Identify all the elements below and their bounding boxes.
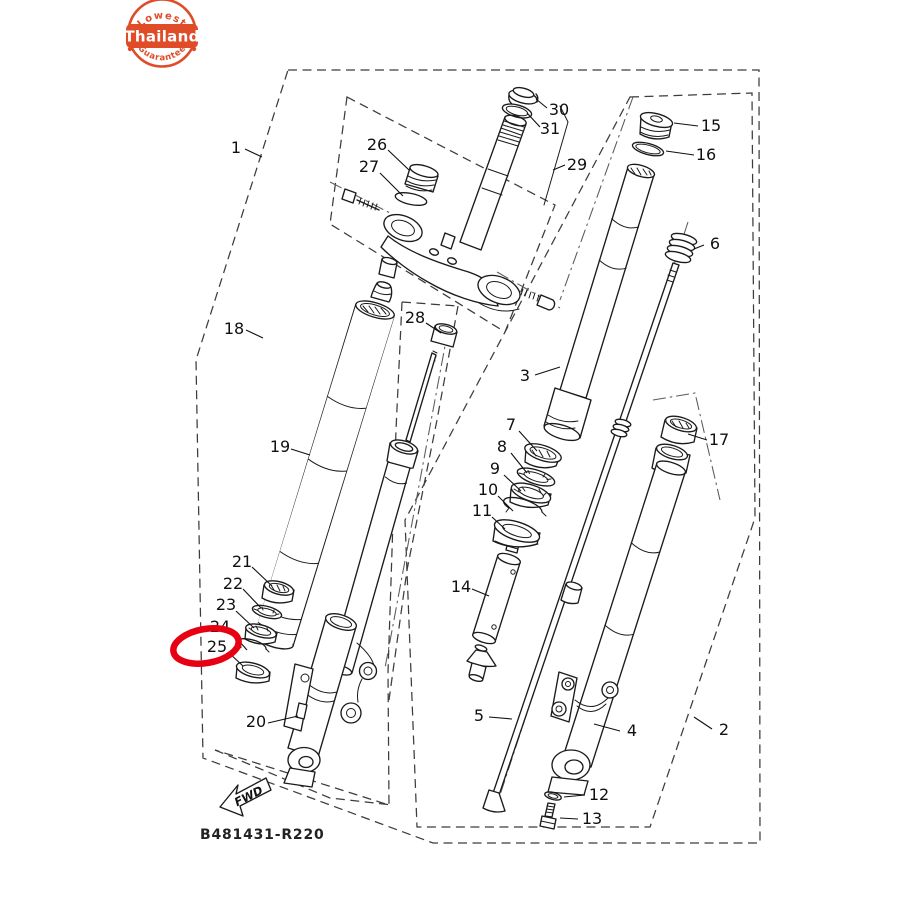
callout-15: 15 <box>701 116 721 135</box>
part-pinch-bolt-left <box>341 188 380 211</box>
part-27-o-ring <box>394 191 428 207</box>
part-16-o-ring <box>631 141 665 157</box>
part-20-brackets <box>283 642 378 732</box>
part-code: B481431-R220 <box>200 827 325 843</box>
callout-21: 21 <box>232 552 252 571</box>
part-steering-stem <box>459 114 527 251</box>
part-pinch-bolt-right <box>520 288 556 311</box>
callout-8: 8 <box>497 437 507 456</box>
callout-5: 5 <box>474 706 484 725</box>
callout-19: 19 <box>270 437 290 456</box>
callout-1: 1 <box>231 138 241 157</box>
callout-13: 13 <box>582 809 602 828</box>
callout-2: 2 <box>719 720 729 739</box>
callout-7: 7 <box>506 415 516 434</box>
part-14-damper-cylinder <box>472 552 521 645</box>
callout-25: 25 <box>207 637 227 656</box>
callout-4: 4 <box>627 721 637 740</box>
part-5-piston <box>560 581 583 605</box>
stem-thread-hatch <box>497 120 525 147</box>
thailand-badge: Lowest Guarantee Thailand <box>124 0 199 68</box>
part-26-cap <box>404 163 439 193</box>
callout-12: 12 <box>589 785 609 804</box>
part-20-lower-casting <box>283 613 378 788</box>
part-10-clip <box>503 496 547 517</box>
part-4-outer-tube <box>547 443 691 796</box>
assembly-boundary-2 <box>404 92 756 828</box>
damper-boundary-lines <box>214 301 459 806</box>
callout-10: 10 <box>478 480 498 499</box>
callout-17: 17 <box>709 430 729 449</box>
callout-6: 6 <box>710 234 720 253</box>
badge-center-text: Thailand <box>124 28 199 46</box>
callout-28: 28 <box>405 308 425 327</box>
badge-band <box>126 24 198 48</box>
part-left-push-rod <box>405 350 438 443</box>
part-25-dust-seal <box>235 661 271 684</box>
bracket-29-line <box>543 105 569 206</box>
part-21-slide-bush <box>261 580 295 604</box>
part-15-cap-bolt <box>639 111 674 140</box>
part-13-bolt <box>539 802 557 830</box>
callout-18: 18 <box>224 319 244 338</box>
callout-30: 30 <box>549 100 569 119</box>
part-11-dust-seal <box>492 519 541 548</box>
under-bracket-boundary <box>329 96 556 333</box>
part-5-foot <box>482 789 506 813</box>
part-4-axle-boss <box>547 749 591 796</box>
part-6-spring <box>664 232 698 264</box>
assembly-boundary-1 <box>195 69 761 844</box>
part-spacer <box>378 256 398 279</box>
callout-16: 16 <box>696 145 716 164</box>
callout-9: 9 <box>490 459 500 478</box>
part-22-washer <box>251 604 283 620</box>
part-12-gasket <box>544 791 562 801</box>
callout-23: 23 <box>216 595 236 614</box>
callout-11: 11 <box>472 501 492 520</box>
part-oil-lock-piece <box>466 644 497 682</box>
part-17-bushes <box>660 415 698 445</box>
part-19-outer-tube <box>254 300 395 650</box>
callouts: 1 2 3 4 5 6 7 8 9 10 11 12 13 14 15 16 1… <box>207 98 729 828</box>
part-20-axle-boss <box>283 746 321 788</box>
fwd-arrow: FWD <box>219 777 272 817</box>
highlight-oval-25 <box>170 625 242 667</box>
callout-31: 31 <box>540 119 560 138</box>
part-5-damper-rod <box>482 262 680 813</box>
part-30-cap-bolt <box>508 86 539 105</box>
tube-19-thread-hatch <box>362 305 387 315</box>
callout-14: 14 <box>451 577 471 596</box>
part-3-inner-tube <box>543 163 656 442</box>
callout-26: 26 <box>367 135 387 154</box>
callout-20: 20 <box>246 712 266 731</box>
part-4-brackets <box>550 671 619 723</box>
callout-29: 29 <box>567 155 587 174</box>
part-7-slide-bush <box>524 443 562 469</box>
part-under-bracket <box>380 213 521 312</box>
callout-27: 27 <box>359 157 379 176</box>
stem-stopper-tab <box>440 232 456 250</box>
callout-22: 22 <box>223 574 243 593</box>
callout-3: 3 <box>520 366 530 385</box>
part-taper-bush <box>370 281 393 303</box>
